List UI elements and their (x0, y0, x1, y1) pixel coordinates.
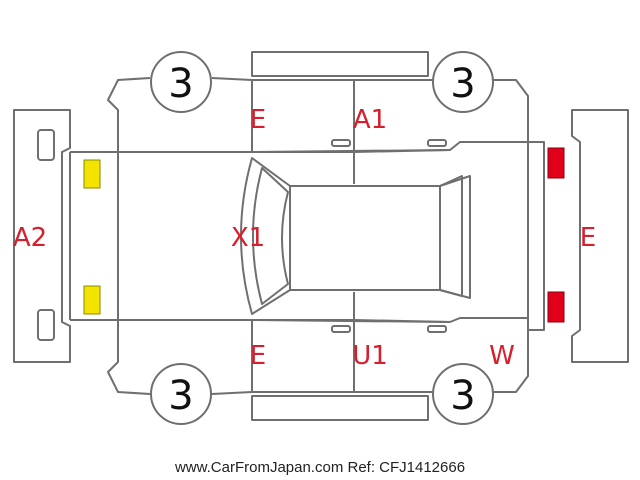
rear-bumper-outline (571, 109, 629, 363)
svg-text:3: 3 (450, 373, 475, 419)
rear-window (439, 175, 471, 299)
label-rear-bumper: E (580, 223, 596, 253)
headlight-bottom (83, 285, 101, 315)
rear-tail-panel (528, 141, 545, 331)
svg-text:3: 3 (168, 61, 193, 107)
footer-reference: www.CarFromJapan.com Ref: CFJ1412666 (174, 459, 465, 476)
top-rear-quarter (492, 79, 529, 142)
label-bottom-rear-quarter: W (489, 341, 515, 371)
bottom-front-door-handle (331, 325, 351, 333)
label-front-bumper: A2 (13, 223, 47, 253)
tire-front-left: 3 (150, 51, 212, 113)
label-top-door-rear: A1 (353, 105, 387, 135)
front-bumper-outline (13, 109, 71, 363)
label-bottom-door-rear: U1 (352, 341, 388, 371)
taillight-top (547, 147, 565, 179)
svg-text:3: 3 (168, 373, 193, 419)
tire-front-right: 3 (150, 363, 212, 425)
front-fog-lamp-bottom (37, 309, 55, 341)
bottom-side-step (251, 395, 429, 421)
top-door-frame (251, 79, 451, 184)
bottom-rear-quarter (492, 318, 529, 393)
roof-panel (289, 185, 441, 291)
taillight-bottom (547, 291, 565, 323)
label-hood: X1 (231, 223, 265, 253)
headlight-top (83, 159, 101, 189)
label-top-door-front: E (250, 105, 266, 135)
bottom-rear-door-handle (427, 325, 447, 333)
top-front-door-handle (331, 139, 351, 147)
label-bottom-door-front: E (250, 341, 266, 371)
tire-rear-right: 3 (432, 363, 494, 425)
top-rear-door-handle (427, 139, 447, 147)
bottom-door-frame (251, 292, 451, 393)
windshield-outline (240, 157, 463, 315)
tire-rear-left: 3 (432, 51, 494, 113)
top-side-step (251, 51, 429, 77)
svg-text:3: 3 (450, 61, 475, 107)
windshield-inner (252, 167, 289, 305)
front-fog-lamp-top (37, 129, 55, 161)
